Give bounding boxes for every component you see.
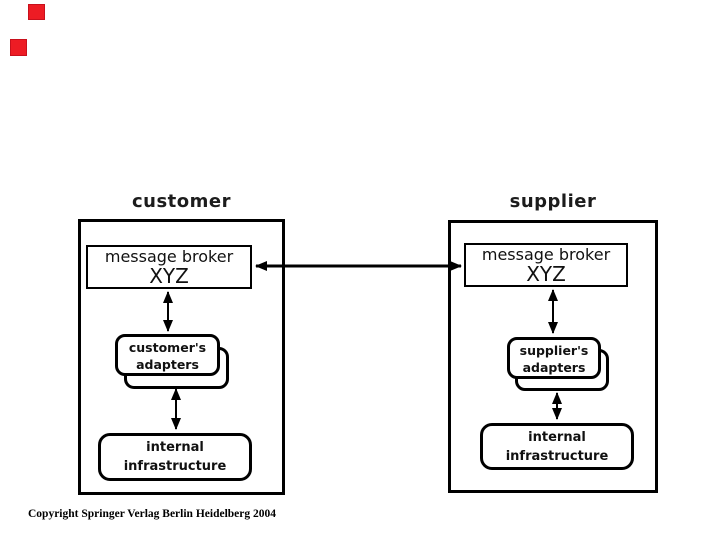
supplier-broker-name: XYZ <box>526 262 566 286</box>
customer-adapters-label-line1: customer's <box>128 340 207 355</box>
supplier-title: supplier <box>509 191 597 212</box>
customer-infra-label-line1: internal <box>146 440 204 455</box>
supplier-adapters-label-line2: adapters <box>522 360 586 375</box>
customer-adapters-label-line2: adapters <box>136 357 199 372</box>
customer-message-broker-box: message broker XYZ <box>86 245 252 289</box>
supplier-broker-label: message broker <box>481 245 611 264</box>
customer-infra-label-line2: infrastructure <box>123 459 227 474</box>
customer-title: customer <box>131 191 231 212</box>
supplier-adapters-label-line1: supplier's <box>519 343 589 358</box>
customer-internal-infrastructure-box: internal infrastructure <box>98 433 252 481</box>
red-square-nav-icon[interactable] <box>28 4 45 20</box>
supplier-infra-label-line2: infrastructure <box>505 449 609 464</box>
supplier-infra-label-line1: internal <box>528 430 586 445</box>
customer-broker-label: message broker <box>104 247 234 266</box>
supplier-internal-infrastructure-box: internal infrastructure <box>480 423 634 470</box>
supplier-adapters-box: supplier's adapters <box>507 337 601 379</box>
red-square-nav-icon[interactable] <box>10 39 27 56</box>
customer-adapters-box: customer's adapters <box>115 334 220 376</box>
copyright-text: Copyright Springer Verlag Berlin Heidelb… <box>28 508 276 520</box>
supplier-message-broker-box: message broker XYZ <box>464 243 628 287</box>
customer-broker-name: XYZ <box>149 264 189 288</box>
